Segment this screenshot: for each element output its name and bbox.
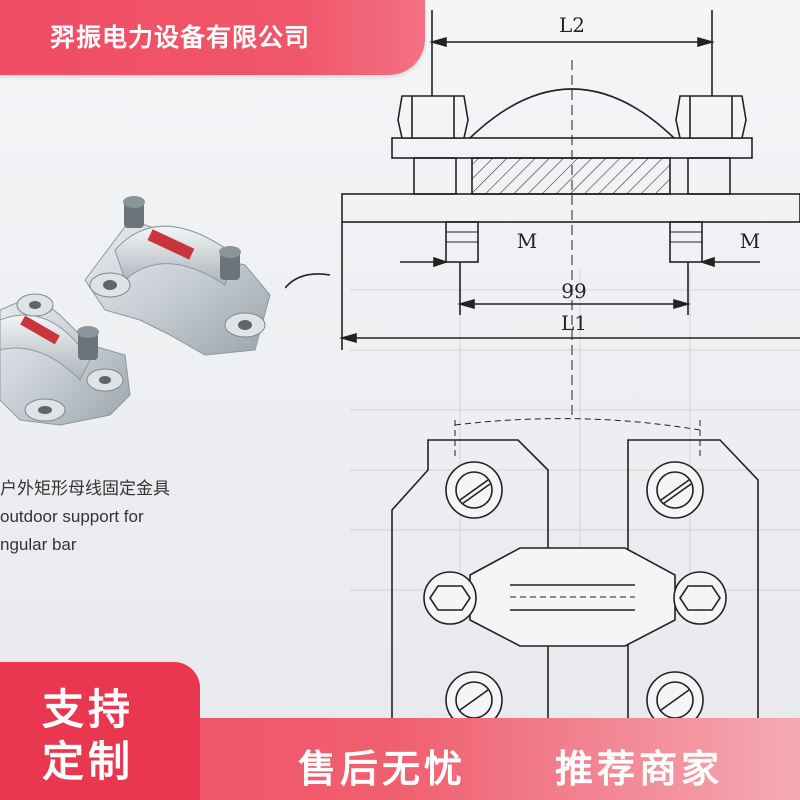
caption-english-line2: ngular bar <box>0 535 77 554</box>
dimension-99-label: 99 <box>561 279 586 303</box>
company-banner: 羿振电力设备有限公司 <box>0 0 425 75</box>
dimension-l2-label: L2 <box>559 13 585 37</box>
slogan-recommended: 推荐商家 <box>555 747 724 791</box>
slogan-after-sales: 售后无忧 <box>298 747 467 791</box>
caption-chinese: 户外矩形母线固定金具 <box>0 479 170 498</box>
side-view <box>285 10 800 420</box>
badge-line-1: 支持 <box>42 685 135 734</box>
badge-line-2: 定制 <box>42 737 135 786</box>
fitting-upper <box>84 196 271 356</box>
fitting-lower <box>0 293 131 426</box>
dimension-l1-label: L1 <box>561 311 587 335</box>
top-view <box>391 418 759 720</box>
customization-badge: 支持 定制 <box>0 662 200 800</box>
company-name: 羿振电力设备有限公司 <box>50 23 311 52</box>
product-photo <box>0 196 271 426</box>
technical-drawing: L2 M M 99 L1 <box>285 10 800 720</box>
product-caption: 户外矩形母线固定金具 outdoor support for ngular ba… <box>0 475 285 559</box>
caption-english-line1: outdoor support for <box>0 507 144 526</box>
dimension-m-left-label: M <box>517 229 537 253</box>
dimension-m-right-label: M <box>740 229 760 253</box>
